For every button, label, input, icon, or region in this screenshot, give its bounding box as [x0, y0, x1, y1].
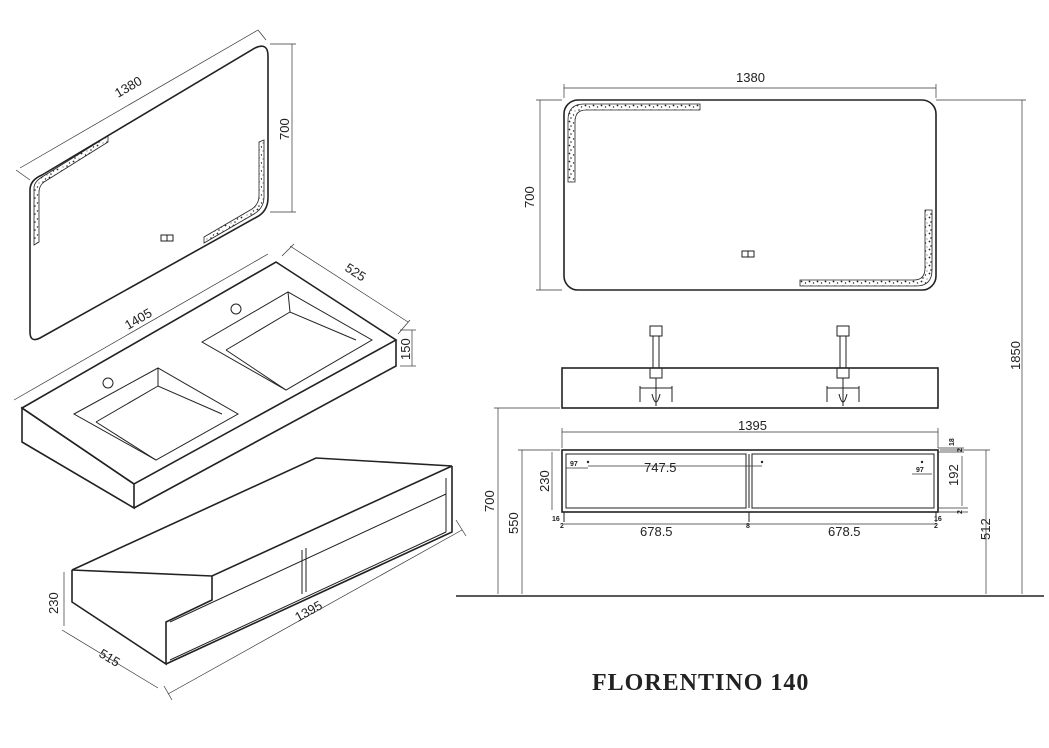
floor-to-cabinet-label: 550 — [506, 512, 521, 534]
iso-mirror-width-label: 1380 — [112, 73, 145, 100]
inner-height-label: 192 — [946, 464, 961, 486]
iso-cabinet-depth-label: 515 — [96, 646, 122, 670]
center-gap-label: 8 — [746, 523, 750, 530]
right-small-label: 2 — [934, 523, 938, 530]
front-basin — [561, 325, 939, 409]
iso-basin: 1405 525 150 — [13, 243, 416, 510]
gap-top-label: 18 — [949, 438, 956, 446]
drawer-width-left-label: 678.5 — [640, 524, 673, 539]
iso-mirror: 1380 700 — [15, 29, 296, 341]
gap-bottom-right-label: 16 — [934, 516, 942, 523]
iso-basin-height-label: 150 — [398, 338, 413, 360]
handle-span-label: 747.5 — [644, 460, 677, 475]
drawer-width-right-label: 678.5 — [828, 524, 861, 539]
front-mirror-height-label: 700 — [522, 186, 537, 208]
total-height-label: 1850 — [1008, 341, 1023, 370]
faucet-left-icon — [639, 325, 673, 406]
iso-cabinet-height-label: 230 — [46, 592, 61, 614]
front-mirror-width-label: 1380 — [736, 70, 765, 85]
install-height-left-label: 700 — [482, 490, 497, 512]
iso-basin-depth-label: 525 — [342, 260, 368, 284]
handle-offset-right-label: 97 — [916, 467, 924, 474]
iso-mirror-height-label: 700 — [277, 118, 292, 140]
front-cabinet: 1395 747.5 97 97 230 700 550 678.5 678.5… — [482, 99, 1026, 594]
handle-offset-left-label: 97 — [570, 461, 578, 468]
iso-cabinet: 230 515 1395 — [46, 457, 467, 701]
faucet-right-icon — [826, 325, 860, 406]
front-cabinet-width-label: 1395 — [738, 418, 767, 433]
gap-bottom-left-label: 16 — [552, 516, 560, 523]
product-title: FLORENTINO 140 — [592, 670, 809, 696]
front-mirror: 1380 700 — [522, 70, 937, 291]
right-height-label: 512 — [978, 518, 993, 540]
gap-bottom-small-label: 2 — [957, 510, 964, 514]
left-small-label: 2 — [560, 523, 564, 530]
drawer-height-label: 230 — [537, 470, 552, 492]
